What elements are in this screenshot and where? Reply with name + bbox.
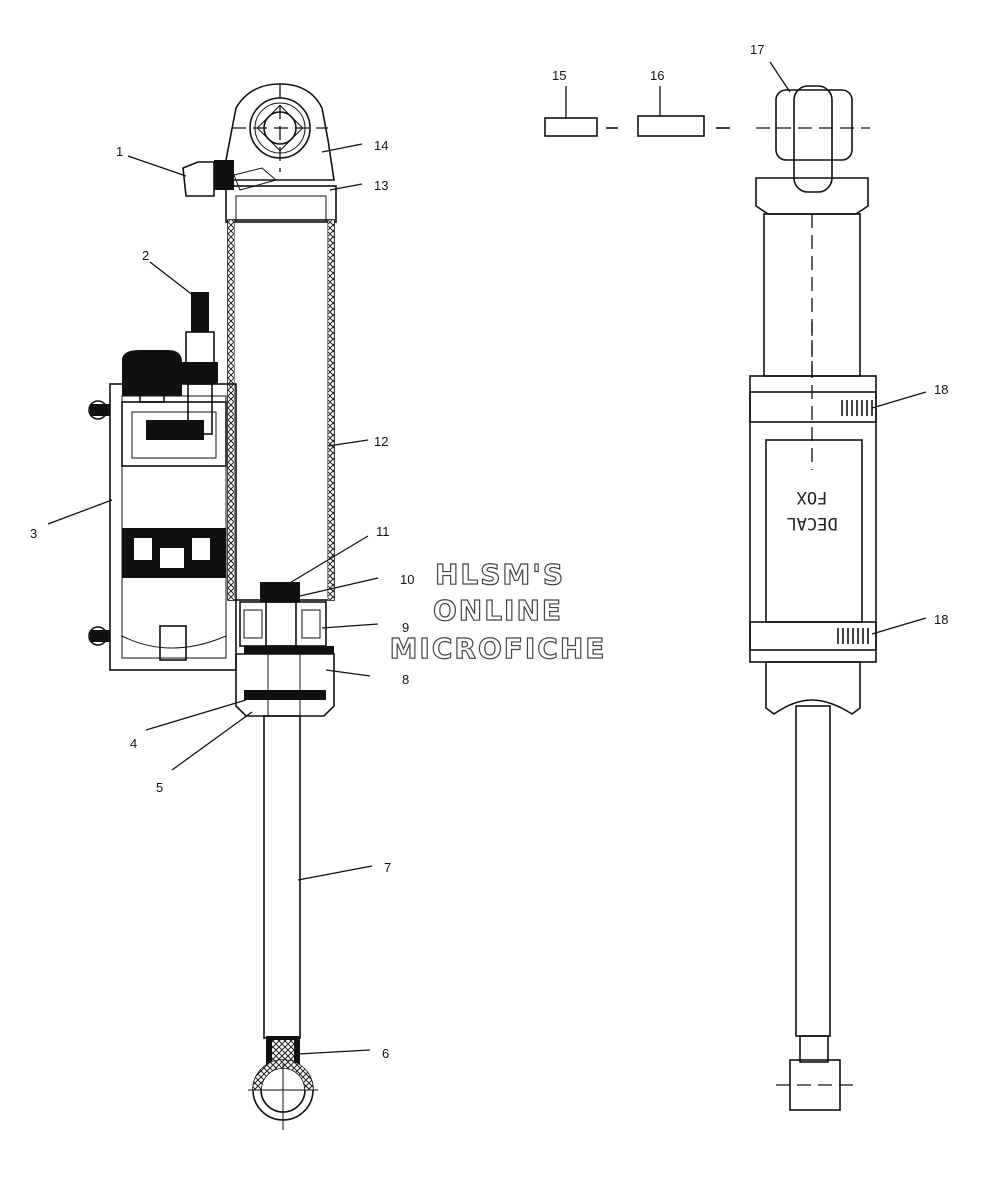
decal-label-1: DECAL bbox=[786, 513, 837, 533]
callout-9: 9 bbox=[402, 620, 409, 635]
lower-eye bbox=[248, 1036, 318, 1130]
callout-5: 5 bbox=[156, 780, 163, 795]
clamp-band-lower bbox=[749, 621, 877, 651]
bushing-part-16 bbox=[637, 115, 705, 137]
clamp-band-lower-ridges bbox=[836, 626, 874, 646]
reservoir bbox=[88, 350, 237, 671]
clamp-band-upper-ridges bbox=[840, 398, 874, 418]
shaft bbox=[263, 715, 301, 1039]
watermark-line-2: ONLINE bbox=[433, 594, 563, 627]
schrader-valve bbox=[182, 292, 218, 435]
top-eye-exterior bbox=[756, 85, 870, 193]
callout-15: 15 bbox=[552, 68, 566, 83]
body-cap bbox=[225, 185, 337, 223]
cross-section-view bbox=[47, 83, 379, 1130]
watermark-line-3: MICROFICHE bbox=[390, 632, 607, 665]
leader-lines-left bbox=[47, 143, 379, 1055]
watermark: HLSM'S ONLINE MICROFICHE bbox=[389, 557, 607, 665]
piston-assembly bbox=[239, 582, 334, 654]
callout-17: 17 bbox=[750, 42, 764, 57]
callout-10: 10 bbox=[400, 572, 414, 587]
callout-1: 1 bbox=[116, 144, 123, 159]
spacer-part-15 bbox=[544, 117, 598, 137]
seal-head bbox=[235, 653, 335, 717]
callout-16: 16 bbox=[650, 68, 664, 83]
main-tube bbox=[227, 219, 335, 601]
callout-13: 13 bbox=[374, 178, 388, 193]
callout-labels: 1 2 3 4 5 6 7 8 9 10 11 12 13 14 15 16 1… bbox=[30, 42, 948, 1061]
exterior-view: DECAL FOX bbox=[544, 61, 927, 1111]
callout-18-lower: 18 bbox=[934, 612, 948, 627]
callout-3: 3 bbox=[30, 526, 37, 541]
callout-6: 6 bbox=[382, 1046, 389, 1061]
hose-fitting bbox=[182, 160, 278, 197]
callout-18-upper: 18 bbox=[934, 382, 948, 397]
callout-11: 11 bbox=[376, 524, 390, 539]
upper-eye-mount bbox=[225, 83, 335, 181]
callout-4: 4 bbox=[130, 736, 137, 751]
callout-8: 8 bbox=[402, 672, 409, 687]
callout-7: 7 bbox=[384, 860, 391, 875]
watermark-line-1: HLSM'S bbox=[435, 558, 565, 591]
callout-14: 14 bbox=[374, 138, 388, 153]
callout-2: 2 bbox=[142, 248, 149, 263]
callout-12: 12 bbox=[374, 434, 388, 449]
decal-label-2: FOX bbox=[796, 487, 827, 507]
